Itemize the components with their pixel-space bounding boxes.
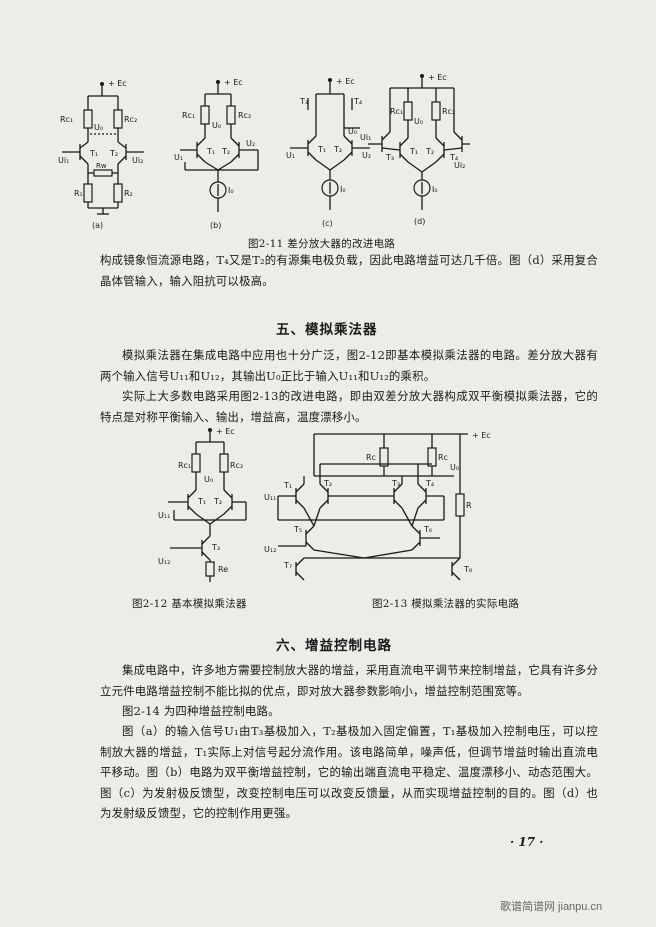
paragraph-intro: 构成镜象恒流源电路，T₄又是T₂的有源集电极负载，因此电路增益可达几千倍。图（d… [100, 253, 598, 288]
svg-text:T₃: T₃ [385, 153, 394, 162]
svg-text:(b): (b) [210, 221, 221, 230]
svg-text:+ Ec: + Ec [472, 431, 491, 440]
svg-text:T₁: T₁ [409, 147, 418, 156]
svg-text:U₁₂: U₁₂ [264, 545, 276, 554]
circuit-b: + Ec Rc₁ Rc₂ U₀ T₁ T₂ U₁ U₂ I₀ (b) [174, 78, 259, 230]
svg-text:U₀: U₀ [94, 123, 103, 132]
svg-text:U₀: U₀ [450, 463, 459, 472]
svg-text:T₅: T₅ [293, 525, 302, 534]
figure-2-13-caption: 图2-13 模拟乘法器的实际电路 [372, 598, 520, 610]
svg-text:R: R [466, 501, 472, 510]
svg-text:(c): (c) [322, 219, 333, 228]
svg-text:+ Ec: + Ec [336, 77, 355, 86]
svg-text:Rc₂: Rc₂ [442, 107, 455, 116]
svg-text:T₂: T₂ [109, 149, 118, 158]
svg-text:U₁₂: U₁₂ [158, 557, 170, 566]
svg-text:T₂: T₂ [425, 147, 434, 156]
figure-2-11-caption: 图2-11 差分放大器的改进电路 [248, 238, 396, 250]
svg-text:R₁: R₁ [74, 189, 83, 198]
svg-text:R₂: R₂ [124, 189, 133, 198]
svg-text:Rw: Rw [96, 162, 107, 170]
svg-text:U₂: U₂ [246, 139, 255, 148]
svg-text:+ Ec: + Ec [428, 73, 447, 82]
svg-text:T₁: T₁ [317, 145, 326, 154]
svg-text:Ui₁: Ui₁ [58, 156, 69, 165]
svg-text:T₁: T₁ [89, 149, 98, 158]
svg-text:U₂: U₂ [362, 151, 371, 160]
svg-text:Rc₁: Rc₁ [390, 107, 403, 116]
figure-2-12-caption: 图2-12 基本模拟乘法器 [132, 598, 247, 610]
svg-text:Rc: Rc [438, 453, 448, 462]
svg-text:Rc₁: Rc₁ [178, 461, 191, 470]
svg-text:+ Ec: + Ec [108, 79, 127, 88]
svg-text:T₁: T₁ [206, 147, 215, 156]
svg-text:(a): (a) [92, 221, 103, 230]
svg-text:Rc₂: Rc₂ [238, 111, 251, 120]
svg-text:T₁: T₁ [283, 481, 292, 490]
figure-2-11: + Ec Rc₁ Rc₂ U₀ T₁ T₂ Ui₁ Ui₂ Rw R₁ R₂ [58, 73, 470, 230]
paragraph-s6-2: 图2-14 为四种增益控制电路。 [122, 704, 280, 718]
svg-text:Rc₁: Rc₁ [182, 111, 195, 120]
svg-text:T₄: T₄ [353, 97, 362, 106]
paragraph-s6-3: 图（a）的输入信号U₁由T₃基极加入，T₂基极加入固定偏置，T₁基极加入控制电压… [100, 724, 598, 820]
svg-text:T₃: T₃ [299, 97, 308, 106]
svg-text:Rc: Rc [366, 453, 376, 462]
svg-text:+ Ec: + Ec [224, 78, 243, 87]
svg-text:U₀: U₀ [348, 127, 357, 136]
section-6-heading: 六、增益控制电路 [276, 638, 392, 654]
circuit-d: + Ec Rc₁ Rc₂ U₀ T₃ T₁ T₂ T₄ Ui₁ Ui₂ [360, 73, 470, 226]
circuit-a: + Ec Rc₁ Rc₂ U₀ T₁ T₂ Ui₁ Ui₂ Rw R₁ R₂ [58, 79, 144, 230]
section-5-heading: 五、模拟乘法器 [276, 322, 378, 338]
svg-text:U₁: U₁ [174, 153, 183, 162]
svg-text:U₁₁: U₁₁ [264, 493, 276, 502]
svg-text:Rc₂: Rc₂ [230, 461, 243, 470]
page-number: · 17 · [510, 835, 544, 849]
svg-text:U₀: U₀ [212, 121, 221, 130]
svg-text:Rc₁: Rc₁ [60, 115, 73, 124]
figure-2-12: + Ec Rc₁ Rc₂ U₀ T₁ T₂ U₁₁ T₃ U₁₂ Re [158, 427, 247, 582]
svg-text:Ui₁: Ui₁ [360, 133, 371, 142]
svg-text:U₀: U₀ [204, 475, 213, 484]
svg-text:T₈: T₈ [463, 565, 472, 574]
svg-text:T₁: T₁ [197, 497, 206, 506]
svg-text:Ui₂: Ui₂ [454, 161, 465, 170]
svg-text:T₂: T₂ [333, 145, 342, 154]
svg-text:T₆: T₆ [423, 525, 432, 534]
svg-text:T₃: T₃ [211, 543, 220, 552]
figure-2-13: + Ec Rc Rc U₀ R T₁ T₂ T₃ T₄ U₁₁ T₅ T₆ [264, 431, 491, 581]
svg-text:T₂: T₂ [221, 147, 230, 156]
svg-text:Rc₂: Rc₂ [124, 115, 137, 124]
svg-text:U₁₁: U₁₁ [158, 511, 170, 520]
svg-text:I₀: I₀ [228, 186, 234, 195]
svg-text:T₃: T₃ [391, 479, 400, 488]
svg-text:U₀: U₀ [414, 117, 423, 126]
svg-text:I₀: I₀ [340, 185, 346, 194]
paragraph-s5-1: 模拟乘法器在集成电路中应用也十分广泛，图2-12即基本模拟乘法器的电路。差分放大… [100, 348, 598, 383]
watermark: 歌谱简谱网 jianpu.cn [500, 901, 603, 913]
svg-text:Re: Re [218, 565, 228, 574]
svg-text:T₄: T₄ [425, 479, 434, 488]
svg-text:T₇: T₇ [283, 561, 292, 570]
paragraph-s5-2: 实际上大多数电路采用图2-13的改进电路，即由双差分放大器构成双平衡模拟乘法器，… [100, 389, 598, 424]
svg-text:T₂: T₂ [323, 479, 332, 488]
svg-text:Ui₂: Ui₂ [132, 156, 143, 165]
svg-text:T₂: T₂ [213, 497, 222, 506]
svg-text:+ Ec: + Ec [216, 427, 235, 436]
circuit-c: + Ec T₃ T₄ U₀ T₁ T₂ U₁ U₂ I₀ (c) [286, 77, 371, 228]
paragraph-s6-1: 集成电路中，许多地方需要控制放大器的增益，采用直流电平调节来控制增益，它具有许多… [100, 663, 598, 698]
svg-text:U₁: U₁ [286, 151, 295, 160]
svg-text:(d): (d) [414, 217, 425, 226]
svg-text:I₀: I₀ [432, 185, 438, 194]
svg-text:T₄: T₄ [449, 153, 458, 162]
